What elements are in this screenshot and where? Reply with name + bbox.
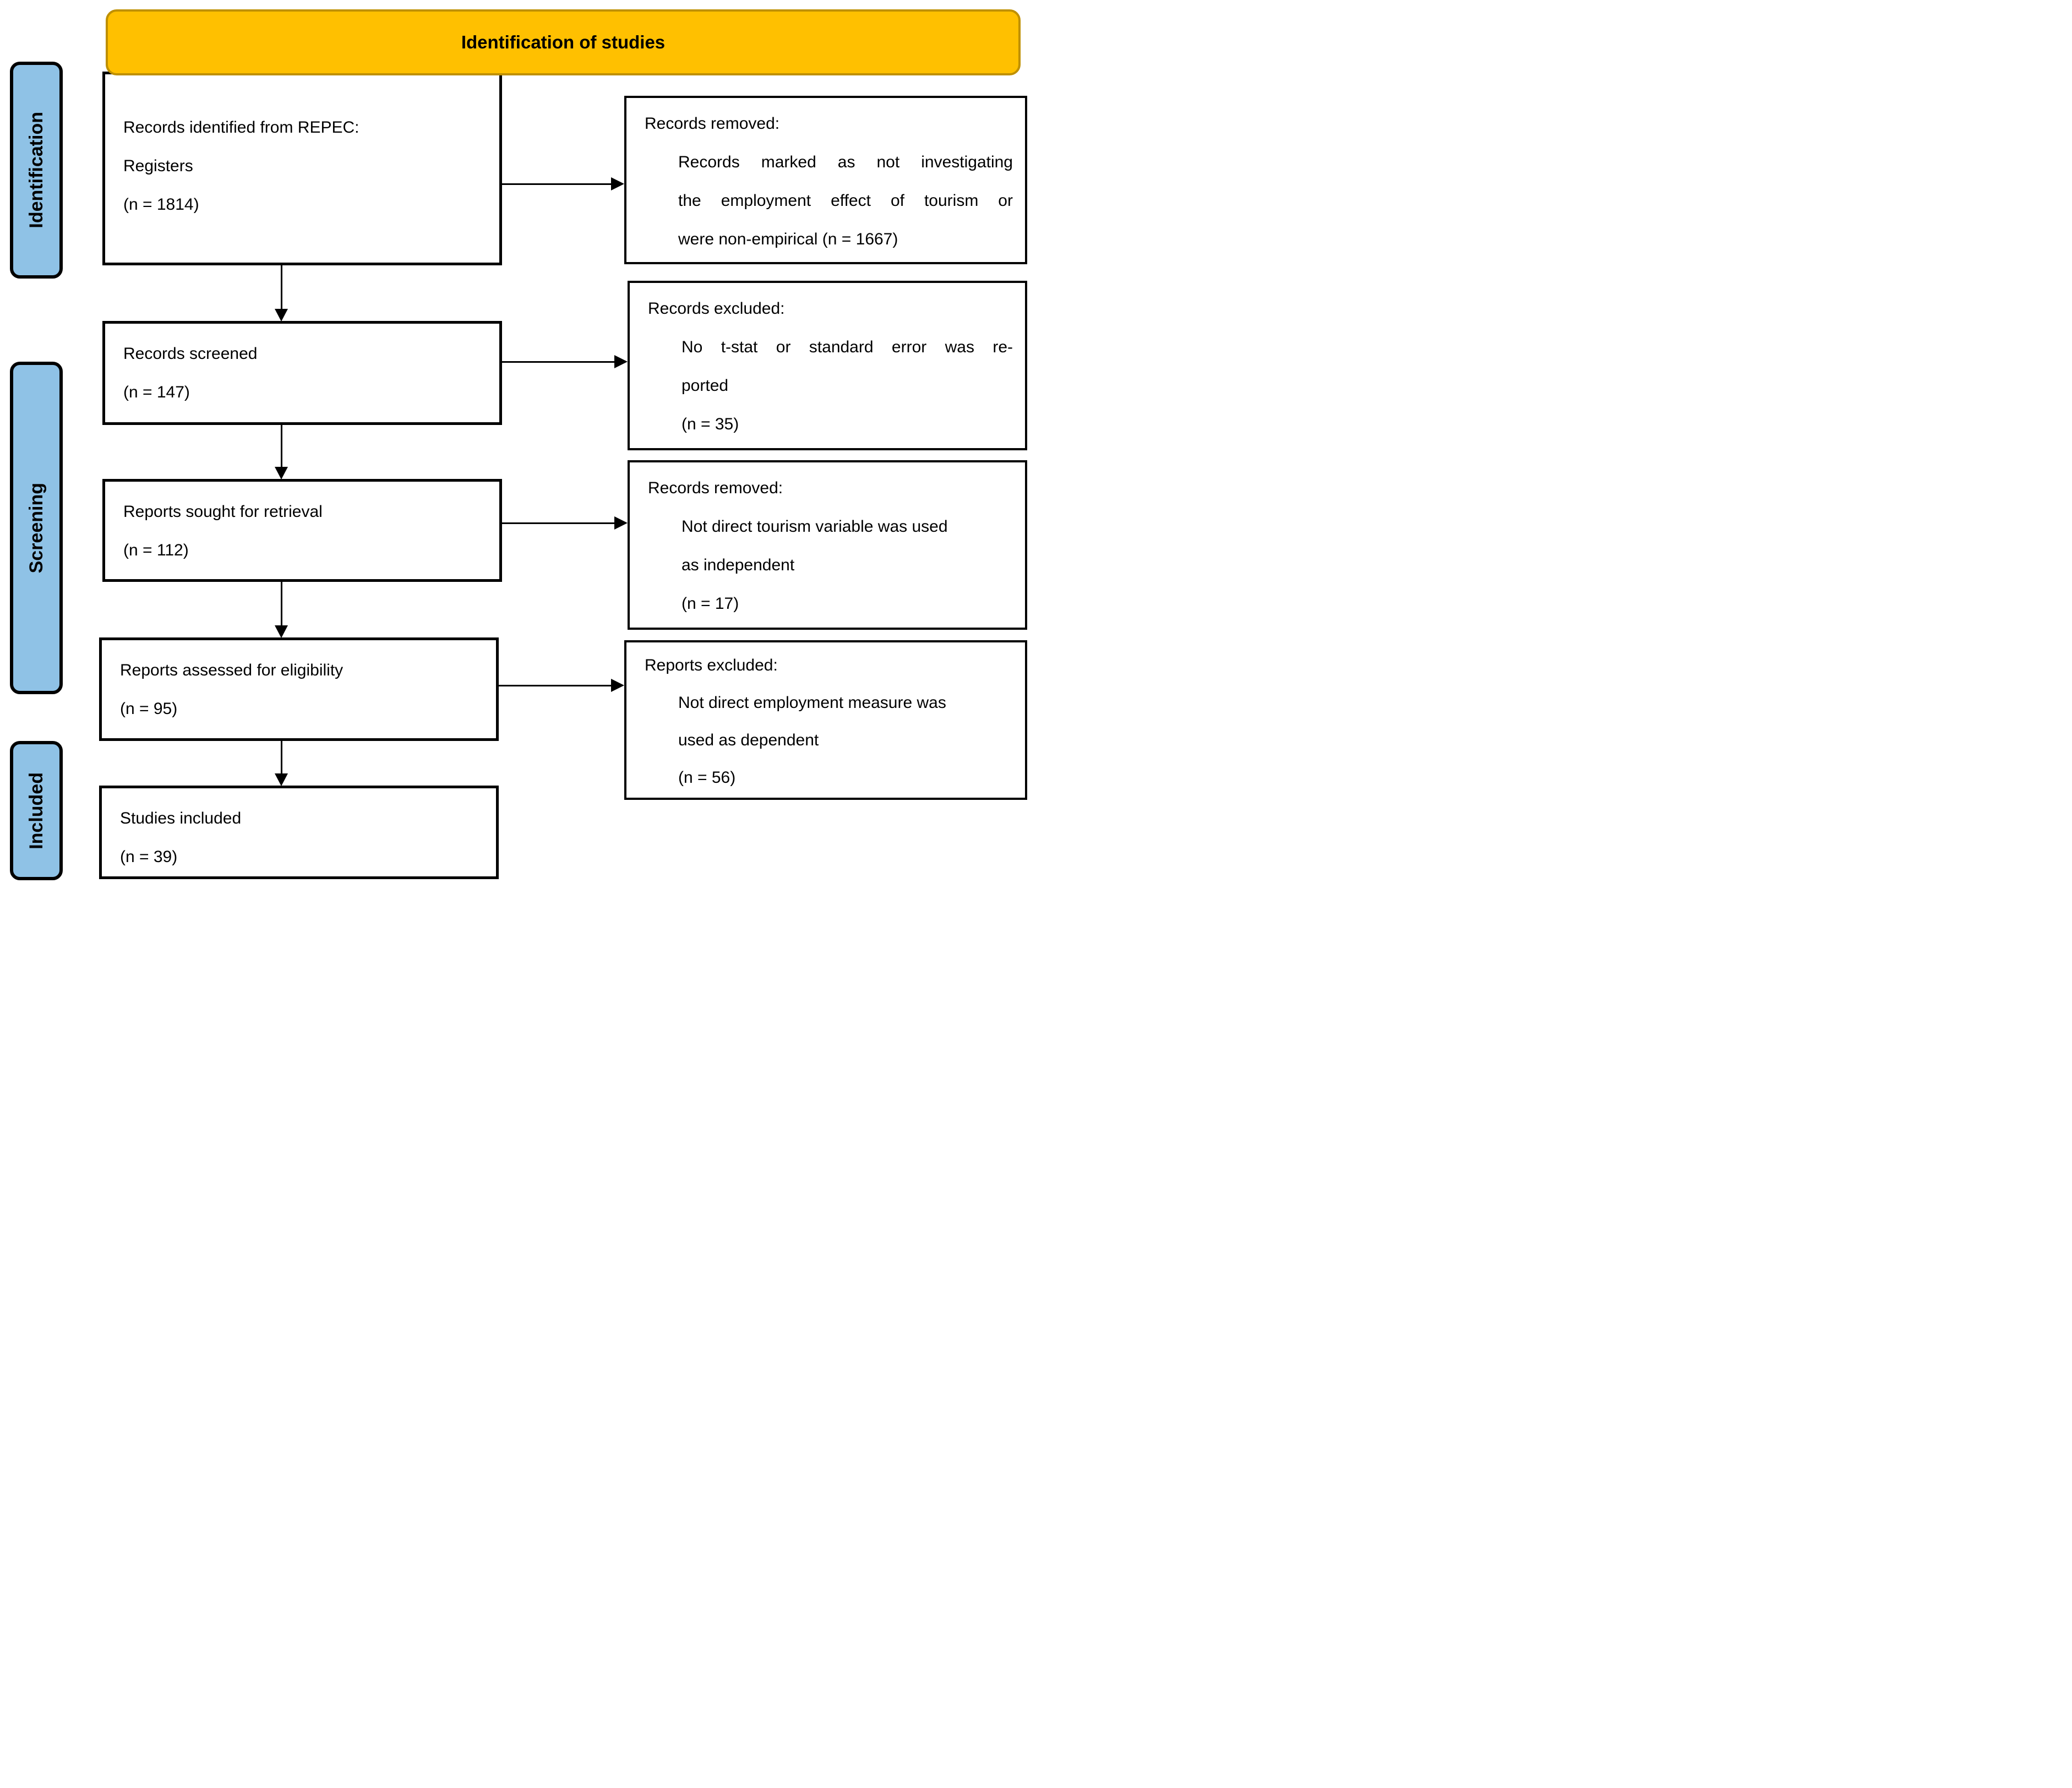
arrow-down-sought-to-assessed	[275, 582, 288, 638]
box-heading: Reports excluded:	[645, 656, 778, 674]
box-content: Records removed: Records marked as not i…	[626, 98, 1025, 259]
box-line: the employment effect of tourism or	[678, 192, 1013, 210]
box-records-identified: Records identified from REPEC: Registers…	[102, 72, 502, 265]
box-line: (n = 1814)	[123, 195, 199, 214]
box-line: (n = 17)	[681, 595, 739, 613]
header-banner: Identification of studies	[106, 9, 1021, 75]
box-line: Records marked as not investigating	[678, 153, 1013, 171]
box-line: (n = 95)	[120, 700, 178, 718]
stage-label-text: Screening	[25, 482, 47, 574]
box-line: as independent	[681, 556, 795, 574]
arrow-down-identified-to-screened	[275, 265, 288, 321]
box-line: ported	[681, 377, 729, 395]
stage-label-identification: Identification	[10, 62, 63, 279]
box-line: were non-empirical (n = 1667)	[678, 230, 898, 248]
box-content: Records identified from REPEC: Registers…	[105, 74, 499, 224]
box-content: Studies included (n = 39)	[102, 788, 496, 876]
box-heading: Records removed:	[645, 115, 780, 133]
box-line: used as dependent	[678, 731, 819, 749]
box-heading: Records removed:	[648, 479, 783, 497]
box-line: Records identified from REPEC:	[123, 118, 359, 137]
box-content: Records removed: Not direct tourism vari…	[630, 462, 1025, 623]
stage-label-included: Included	[10, 741, 63, 880]
box-content: Reports assessed for eligibility (n = 95…	[102, 640, 496, 728]
arrow-right-identified-to-removed	[502, 177, 624, 190]
box-line: Not direct tourism variable was used	[681, 517, 948, 536]
box-content: Reports sought for retrieval (n = 112)	[105, 482, 499, 570]
box-line: Records screened	[123, 345, 258, 363]
arrow-right-sought-to-removed	[502, 516, 628, 530]
box-content: Records screened (n = 147)	[105, 324, 499, 412]
header-title: Identification of studies	[461, 32, 666, 52]
arrow-right-assessed-to-excluded	[499, 679, 624, 692]
box-records-removed-1: Records removed: Records marked as not i…	[624, 96, 1027, 264]
box-content: Reports excluded: Not direct employment …	[626, 642, 1025, 797]
stage-label-text: Identification	[25, 112, 47, 228]
box-line: Not direct employment measure was	[678, 694, 946, 712]
arrow-down-assessed-to-included	[275, 741, 288, 786]
box-heading: Records excluded:	[648, 299, 785, 318]
prisma-flow-diagram: Identification of studies Identification…	[0, 0, 1036, 894]
arrow-down-screened-to-sought	[275, 425, 288, 479]
box-reports-excluded: Reports excluded: Not direct employment …	[624, 640, 1027, 800]
box-content: Records excluded: No t-stat or standard …	[630, 283, 1025, 444]
box-line: (n = 39)	[120, 848, 178, 866]
box-line: (n = 112)	[123, 541, 189, 559]
stage-label-screening: Screening	[10, 362, 63, 694]
box-records-removed-2: Records removed: Not direct tourism vari…	[628, 460, 1027, 630]
box-line: (n = 56)	[678, 768, 736, 787]
arrow-right-screened-to-excluded	[502, 355, 628, 368]
box-line: Studies included	[120, 809, 242, 827]
box-records-screened: Records screened (n = 147)	[102, 321, 502, 425]
box-line: (n = 147)	[123, 383, 190, 401]
box-reports-assessed: Reports assessed for eligibility (n = 95…	[99, 637, 499, 741]
box-line: Reports assessed for eligibility	[120, 661, 343, 679]
box-line: Registers	[123, 157, 193, 175]
box-line: (n = 35)	[681, 415, 739, 433]
box-studies-included: Studies included (n = 39)	[99, 786, 499, 879]
box-records-excluded: Records excluded: No t-stat or standard …	[628, 281, 1027, 450]
stage-label-text: Included	[25, 772, 47, 849]
box-line: Reports sought for retrieval	[123, 503, 323, 521]
box-reports-sought: Reports sought for retrieval (n = 112)	[102, 479, 502, 582]
box-line: No t-stat or standard error was re-	[681, 338, 1013, 356]
